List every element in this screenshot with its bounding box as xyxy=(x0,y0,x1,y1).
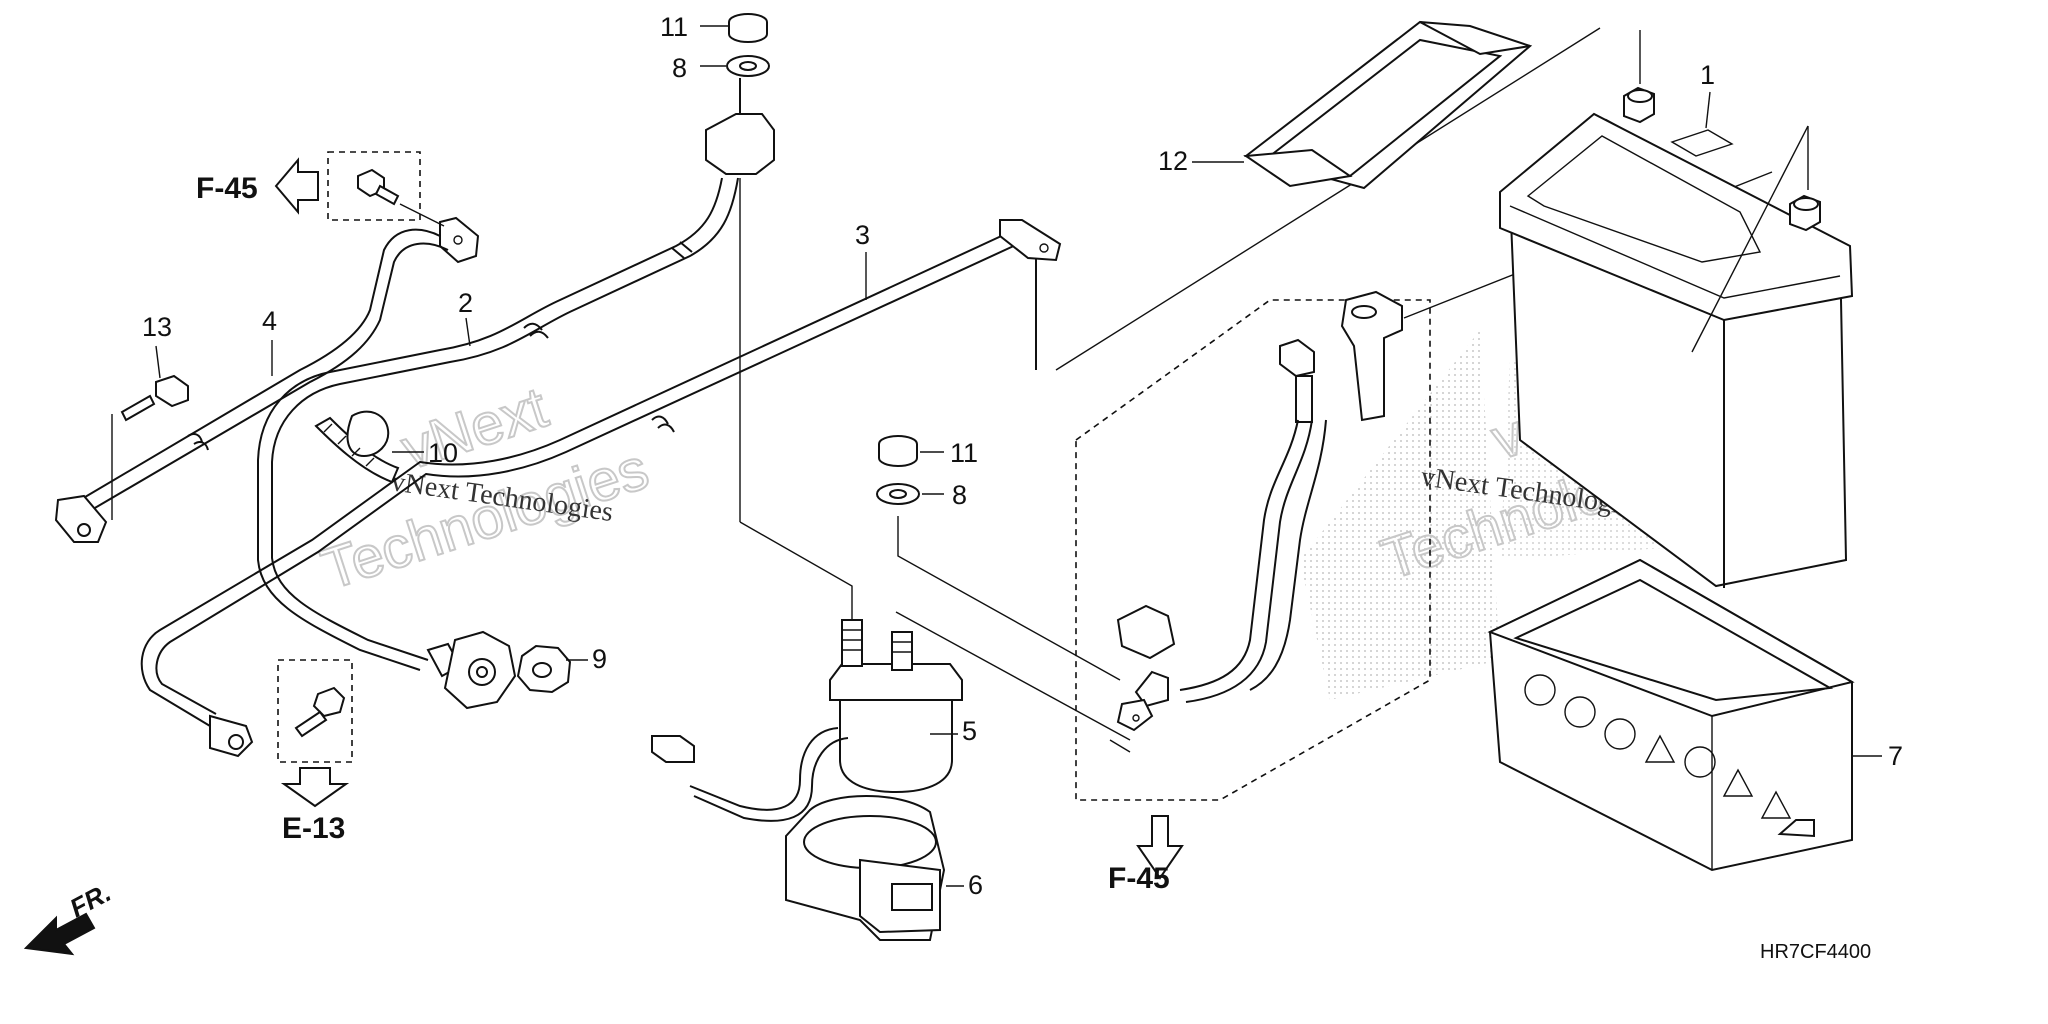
nut-top xyxy=(728,13,768,43)
cable-4 xyxy=(54,216,480,543)
svg-text:F-45: F-45 xyxy=(196,172,258,205)
callout-12: 12 xyxy=(1158,146,1188,176)
nut-9 xyxy=(516,644,572,694)
callout-8-top: 8 xyxy=(672,53,687,83)
callout-6: 6 xyxy=(968,870,983,900)
svg-text:E-13: E-13 xyxy=(282,812,345,845)
ref-f45-lower[interactable]: F-45 xyxy=(1075,299,1431,895)
washer-middle xyxy=(876,483,920,505)
callout-10: 10 xyxy=(428,438,458,468)
cable-3 xyxy=(140,219,1062,758)
ref-e13[interactable]: E-13 xyxy=(277,659,353,845)
callout-7: 7 xyxy=(1888,741,1903,771)
battery-band-12 xyxy=(1243,20,1533,190)
callout-5: 5 xyxy=(962,716,977,746)
callout-4: 4 xyxy=(262,306,277,336)
watermark-left: vNext Technologies vNext Technologies xyxy=(313,374,657,604)
ref-f45-upper[interactable]: F-45 xyxy=(196,151,445,227)
callout-9: 9 xyxy=(592,644,607,674)
band-10 xyxy=(314,410,400,484)
callout-11-top: 11 xyxy=(660,12,688,42)
bolt-13 xyxy=(111,374,189,520)
callout-11-mid: 11 xyxy=(950,438,978,468)
svg-text:F-45: F-45 xyxy=(1108,862,1170,895)
callout-2: 2 xyxy=(458,288,473,318)
washer-top xyxy=(726,55,770,77)
svg-text:FR.: FR. xyxy=(65,877,116,923)
nut-middle xyxy=(878,435,918,467)
starter-relay-5 xyxy=(651,178,1131,822)
battery-1 xyxy=(1499,30,1854,588)
callout-8-mid: 8 xyxy=(952,480,967,510)
battery-box-7 xyxy=(1487,558,1855,872)
diagram-code: HR7CF4400 xyxy=(1760,941,1871,963)
callout-13: 13 xyxy=(142,312,172,342)
callout-1: 1 xyxy=(1700,60,1715,90)
relay-cover-6 xyxy=(785,795,946,941)
front-arrow: FR. xyxy=(23,877,116,956)
callout-3: 3 xyxy=(855,220,870,250)
